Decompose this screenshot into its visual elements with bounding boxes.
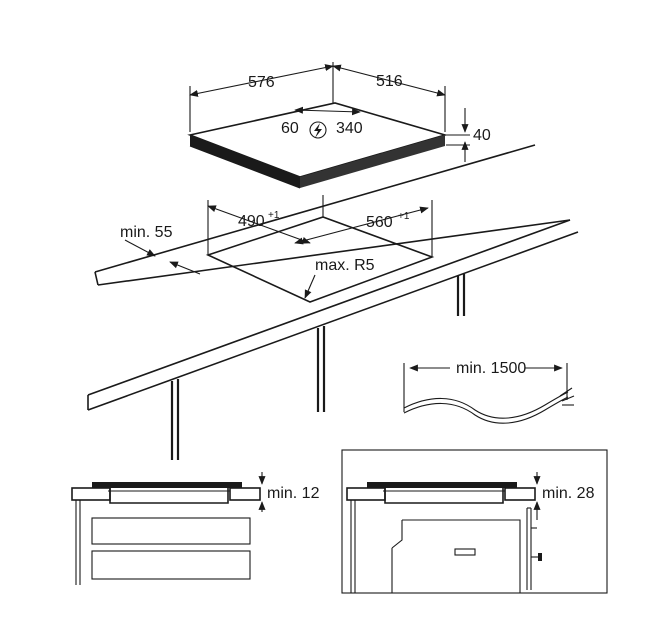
gap-left-label: min. 12 bbox=[267, 485, 320, 502]
hob-dimension-lines bbox=[189, 62, 470, 162]
left-section-view bbox=[71, 472, 266, 585]
hob-depth-label: 516 bbox=[376, 73, 403, 90]
hob-width-label: 576 bbox=[248, 74, 275, 91]
connection-left-label: 60 bbox=[281, 120, 299, 137]
connection-right-label: 340 bbox=[336, 120, 363, 137]
power-cable bbox=[403, 387, 575, 424]
cable-dimension bbox=[403, 363, 568, 412]
gap-right-label: min. 28 bbox=[542, 485, 595, 502]
hob-top-view bbox=[187, 102, 448, 189]
cable-length-label: min. 1500 bbox=[456, 360, 526, 377]
cutout-depth-label: 490 bbox=[238, 213, 265, 230]
min-front-dimension bbox=[124, 239, 201, 275]
countertop-legs bbox=[170, 274, 466, 460]
min-front-label: min. 55 bbox=[120, 224, 173, 241]
cutout-width-tolerance: +1 bbox=[398, 211, 410, 222]
right-section-view bbox=[341, 449, 608, 594]
cutout-width-label: 560 bbox=[366, 214, 393, 231]
max-radius-label: max. R5 bbox=[315, 257, 375, 274]
hob-height-label: 40 bbox=[473, 127, 491, 144]
cutout-depth-tolerance: +1 bbox=[268, 210, 280, 221]
cutout bbox=[205, 195, 435, 303]
lightning-bolt-icon bbox=[309, 121, 327, 139]
